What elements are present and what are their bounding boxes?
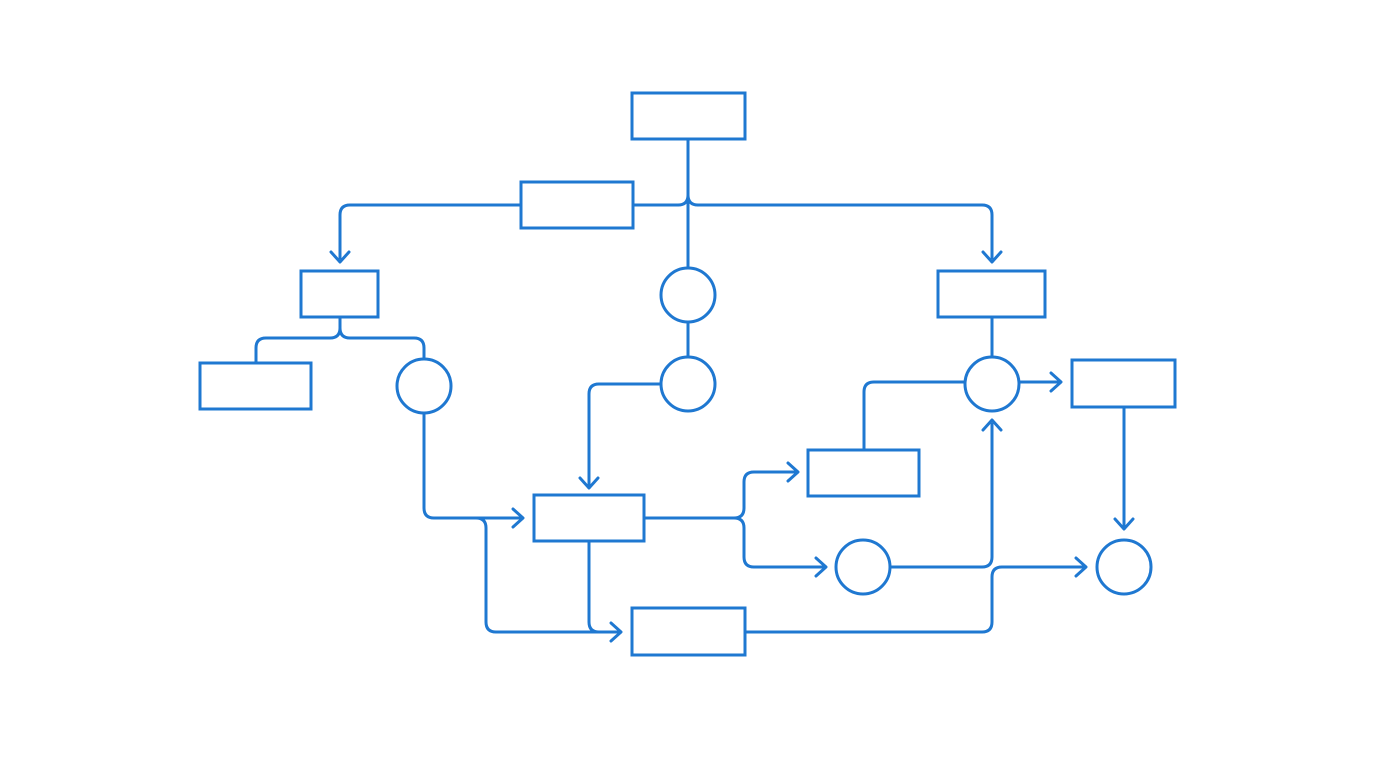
connector-left-branch-to-bottom-box — [474, 516, 622, 634]
arrowhead-right-circle-bottom — [981, 418, 1003, 432]
connector-center-box-to-mid-right-box — [643, 470, 798, 520]
node-left-box — [299, 269, 380, 319]
arrowhead-left-box — [329, 250, 351, 264]
connector-center-circle-to-center-box — [587, 382, 663, 487]
node-far-right-circle — [1095, 538, 1153, 596]
arrowhead-center-box-top — [578, 476, 600, 490]
arrowheads — [329, 250, 1135, 643]
connector-leftbox-to-farleft-box — [254, 315, 342, 364]
node-branch-box — [519, 180, 635, 230]
node-lower-middle-circle — [834, 538, 892, 596]
arrowhead-far-right-circle-top — [1113, 517, 1135, 531]
connector-center-box-to-lower-circle — [732, 516, 826, 569]
node-far-right-box — [1070, 358, 1177, 409]
node-right-box — [936, 269, 1047, 319]
arrowhead-mid-right-box — [786, 461, 800, 483]
arrowhead-far-right-circle-left — [1074, 556, 1088, 578]
node-far-left-box — [198, 361, 313, 411]
node-lower-center-circle — [659, 355, 717, 413]
connector-lower-circle-to-right-circle — [888, 422, 994, 569]
connector-left-circle-to-center-box — [422, 412, 524, 520]
connector-center-box-to-bottom-box — [587, 540, 601, 634]
node-left-circle — [395, 357, 453, 415]
nodes — [198, 91, 1177, 657]
arrowhead-center-box-left — [511, 507, 525, 529]
connector-fork-left — [676, 193, 690, 207]
node-upper-center-circle — [659, 266, 717, 324]
node-right-circle — [963, 355, 1021, 413]
node-top-box — [630, 91, 747, 141]
connector-bottom-box-to-far-right-circle — [743, 565, 1086, 634]
connector-mid-right-box-to-right-circle — [862, 380, 966, 451]
arrowhead-bottom-box — [609, 621, 623, 643]
arrowhead-right-box — [981, 250, 1003, 264]
connector-leftbox-to-left-circle — [338, 326, 426, 360]
arrowhead-lower-circle — [814, 556, 828, 578]
connectors — [254, 137, 1126, 634]
connector-fork-right — [686, 193, 700, 207]
connector-top-to-left-box — [338, 203, 680, 260]
node-mid-right-box — [806, 448, 921, 498]
node-bottom-box — [630, 606, 747, 657]
connector-top-to-right-box — [696, 203, 994, 260]
arrowhead-far-right-box — [1049, 371, 1063, 393]
node-center-box — [532, 493, 646, 543]
